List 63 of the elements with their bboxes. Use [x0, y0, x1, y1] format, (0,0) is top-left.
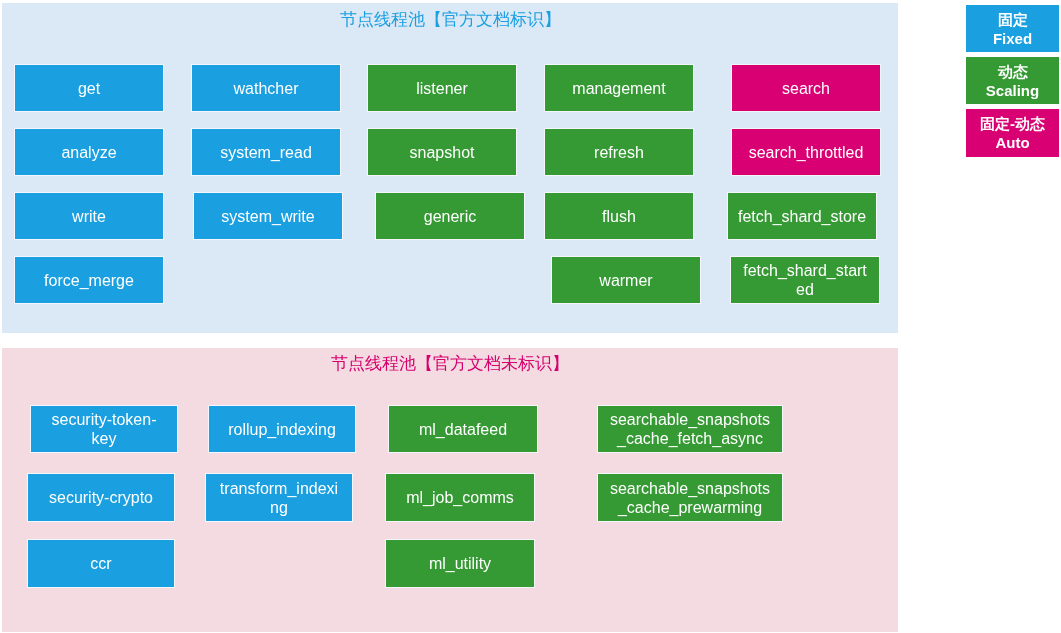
thread-pool-name: searchable_snapshots_cache_fetch_async	[608, 410, 772, 448]
thread-pool-name: search	[782, 78, 830, 98]
group-panel	[2, 3, 898, 333]
panel-heading: 节点线程池【官方文档标识】	[339, 9, 561, 31]
thread-pool-name: searchable_snapshots_cache_prewarming	[608, 478, 772, 517]
thread-pool-box	[191, 128, 341, 176]
thread-pool-box	[385, 473, 535, 522]
thread-pool-box	[27, 473, 175, 522]
thread-pool-name: fetch_shard_started	[742, 261, 868, 299]
thread-pool-name: write	[72, 206, 106, 226]
thread-pool-name: rollup_indexing	[228, 419, 336, 439]
thread-pool-box	[385, 539, 535, 588]
thread-pool-name: warmer	[599, 270, 653, 290]
thread-pool-box	[731, 64, 881, 112]
thread-pool-box	[193, 192, 343, 240]
thread-pool-box	[191, 64, 341, 112]
thread-pool-name: ml_job_comms	[406, 488, 514, 507]
thread-pool-box	[730, 256, 880, 304]
thread-pool-name: generic	[423, 206, 477, 226]
thread-pool-name: refresh	[594, 142, 644, 162]
thread-pool-box	[375, 192, 525, 240]
thread-pool-name: transform_indexing	[218, 478, 340, 517]
thread-pool-name: management	[572, 78, 666, 98]
thread-pool-name: security-crypto	[49, 488, 153, 507]
thread-pool-box	[205, 473, 353, 522]
thread-pool-name: ml_utility	[428, 554, 492, 573]
thread-pool-box	[208, 405, 356, 453]
thread-pool-name: ml_datafeed	[418, 419, 508, 439]
thread-pool-name: listener	[416, 78, 468, 98]
thread-pool-box	[30, 405, 178, 453]
thread-pool-name: analyze	[61, 142, 117, 162]
thread-pool-name: security-token-key	[50, 410, 158, 448]
thread-pool-name: get	[77, 78, 101, 98]
thread-pool-box	[14, 128, 164, 176]
thread-pool-name: ccr	[90, 554, 112, 573]
panel-heading: 节点线程池【官方文档未标识】	[331, 353, 569, 375]
thread-pool-box	[27, 539, 175, 588]
thread-pool-name: search_throttled	[748, 142, 864, 162]
legend-key: 动态 Scaling	[966, 57, 1059, 104]
group-panel	[2, 348, 898, 632]
thread-pool-box	[14, 64, 164, 112]
thread-pool-box	[14, 192, 164, 240]
thread-pool-name: wathcher	[233, 78, 299, 98]
thread-pool-name: system_write	[221, 206, 315, 226]
thread-pool-box	[597, 473, 783, 522]
thread-pool-box	[551, 256, 701, 304]
thread-pool-box	[388, 405, 538, 453]
thread-pool-box	[544, 128, 694, 176]
thread-pool-box	[727, 192, 877, 240]
thread-pool-name: fetch_shard_store	[737, 206, 867, 226]
thread-pool-box	[367, 128, 517, 176]
legend-key: 固定-动态 Auto	[966, 109, 1059, 157]
thread-pool-name: system_read	[220, 142, 312, 162]
thread-pool-box	[14, 256, 164, 304]
thread-pool-box	[731, 128, 881, 176]
thread-pool-name: flush	[602, 206, 636, 226]
thread-pool-name: force_merge	[44, 270, 134, 290]
thread-pool-box	[367, 64, 517, 112]
thread-pool-name: snapshot	[409, 142, 475, 162]
legend-key: 固定 Fixed	[966, 5, 1059, 52]
thread-pool-box	[597, 405, 783, 453]
thread-pool-box	[544, 64, 694, 112]
thread-pool-box	[544, 192, 694, 240]
